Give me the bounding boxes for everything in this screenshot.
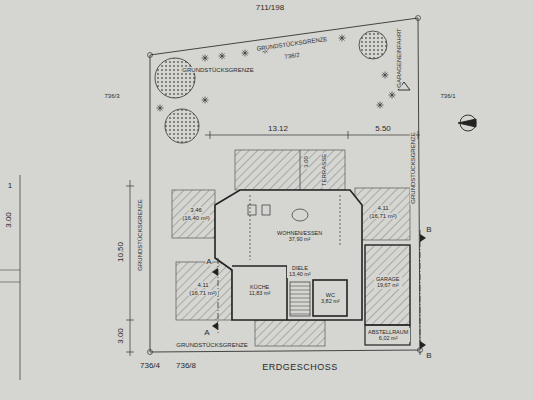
room-name: WOHNEN/ESSEN [277,230,322,236]
plan-label: B [425,226,432,234]
room-label: WOHNEN/ESSEN37,90 m² [275,229,324,243]
room-area: 3,82 m² [321,298,340,304]
plan-label: 736/4 [139,362,161,370]
room-name: DIELE [289,265,311,271]
plan-label: 1 [7,182,13,190]
room-label: ABSTELLRAUM6,02 m² [366,328,410,342]
plan-label: 711/198 [255,4,285,12]
plan-label: 3.00 [303,155,309,169]
room-name: ABSTELLRAUM [368,329,408,335]
plan-label: GARAGENEINFAHRT [396,27,402,89]
room-name: KÜCHE [249,284,270,290]
room-label: GARAGE19,67 m² [374,275,402,289]
plan-label: 13.12 [267,125,289,133]
plan-label: 4.11 [196,282,209,288]
room-area: 19,67 m² [376,282,400,288]
plan-label: A [203,329,210,337]
plan-label: 736/2 [283,52,301,61]
plan-label: 3.46 [189,207,203,213]
room-label: DIELE13,40 m² [287,264,313,278]
plan-label: GRUNDSTÜCKSGRENZE [410,131,416,204]
plan-label: 736/1 [439,93,456,99]
plan-label: GRUNDSTÜCKSGRENZE [137,198,143,271]
room-area: 6,02 m² [368,335,408,341]
plan-label: (16,71 m²) [188,290,218,296]
plan-label: 10.50 [117,241,125,263]
plan-label: A [205,258,212,266]
plan-label: B [425,352,432,360]
room-area: 11,83 m² [249,290,270,296]
plan-label: 3.00 [5,211,13,229]
room-label: WC3,82 m² [319,291,342,305]
drawing-title: ERDGESCHOSS [261,363,339,372]
plan-label: GRUNDSTÜCKSGRENZE [175,342,248,348]
plan-label: 736/3 [103,93,120,99]
room-name: WC [321,292,340,298]
room-label: KÜCHE11,83 m² [247,283,272,297]
room-name: GARAGE [376,276,400,282]
room-area: 13,40 m² [289,271,311,277]
plan-label: 5.50 [374,125,392,133]
room-area: 37,90 m² [277,236,322,242]
plan-label: 3.00 [117,327,125,345]
plan-label: 4.11 [376,205,389,211]
plan-label: 736/8 [175,362,197,370]
plan-label: (16,71 m²) [368,213,398,219]
plan-label: TERRASSE [321,153,327,187]
plan-label: (16,40 m²) [181,215,211,221]
plan-label: GRUNDSTÜCKSGRENZE [255,36,329,52]
plan-label: GRUNDSTÜCKSGRENZE [181,67,254,73]
